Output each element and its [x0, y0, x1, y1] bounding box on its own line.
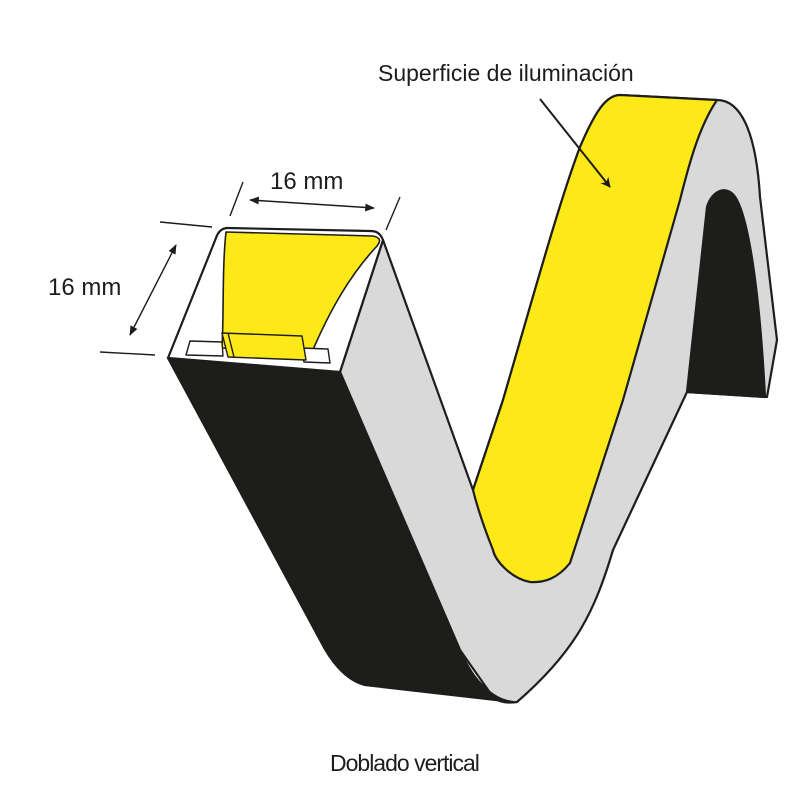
width-label: 16 mm: [270, 168, 344, 195]
surface-pointer-arrow: [539, 98, 611, 188]
surface-label: Superficie de iluminación: [378, 60, 634, 86]
caption: Doblado vertical: [330, 750, 480, 776]
width-dimension-arrow: [249, 196, 375, 212]
dimension-tick: [99, 351, 156, 356]
illumination-surface: [471, 93, 719, 584]
height-label: 16 mm: [48, 274, 122, 301]
dimension-tick: [159, 221, 213, 228]
strip-back-face: [166, 356, 515, 704]
led-chip: [221, 332, 307, 361]
arch-inner-face: [685, 189, 767, 399]
diffuser-cross-section: [221, 231, 381, 353]
dimension-tick: [385, 196, 401, 231]
height-dimension-arrow: [129, 244, 177, 336]
dimension-tick: [229, 181, 244, 217]
